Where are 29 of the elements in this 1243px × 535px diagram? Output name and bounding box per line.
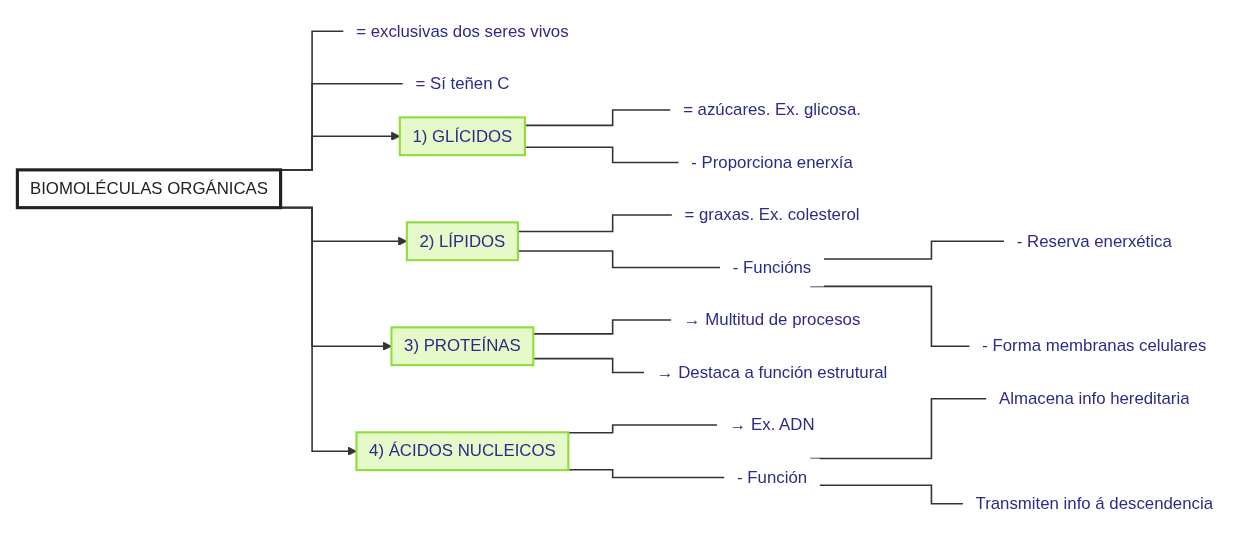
connector bbox=[818, 484, 964, 505]
node-text: - Reserva enerxética bbox=[1016, 231, 1172, 250]
connector bbox=[567, 468, 726, 479]
node-box: 3) PROTEÍNAS bbox=[390, 326, 535, 367]
connector bbox=[809, 285, 971, 348]
node-text: → Multitud de procesos bbox=[683, 310, 861, 329]
node-text: = graxas. Ex. colesterol bbox=[684, 205, 860, 224]
connector bbox=[524, 146, 680, 164]
node-text: = azúcares. Ex. glicosa. bbox=[683, 100, 861, 119]
connector bbox=[809, 397, 988, 460]
connector bbox=[567, 424, 718, 434]
node-text: - Funcións bbox=[732, 258, 812, 276]
node-text: - Proporciona enerxía bbox=[691, 153, 853, 171]
node-text: → Destaca a función estrutural bbox=[656, 363, 888, 381]
node-box: 2) LÍPIDOS bbox=[405, 221, 519, 262]
node-text: Almacena info hereditaria bbox=[999, 389, 1190, 408]
node-text: - Función bbox=[737, 468, 808, 486]
node-box: 4) ÁCIDOS NUCLEICOS bbox=[355, 431, 570, 472]
node-box: BIOMOLÉCULAS ORGÁNICAS bbox=[15, 168, 283, 210]
node-text: - Forma membranas celulares bbox=[982, 336, 1207, 355]
connector bbox=[517, 214, 673, 233]
node-box: 1) GLÍCIDOS bbox=[398, 116, 526, 157]
node-text: = Sí teñen C bbox=[415, 74, 510, 93]
node-text: = exclusivas dos seres vivos bbox=[356, 21, 569, 40]
connector bbox=[524, 109, 672, 127]
node-text: Transmiten info á descendencia bbox=[975, 494, 1214, 513]
connector bbox=[823, 240, 1005, 260]
connector bbox=[517, 250, 722, 269]
node-text: → Ex. ADN bbox=[729, 415, 815, 434]
